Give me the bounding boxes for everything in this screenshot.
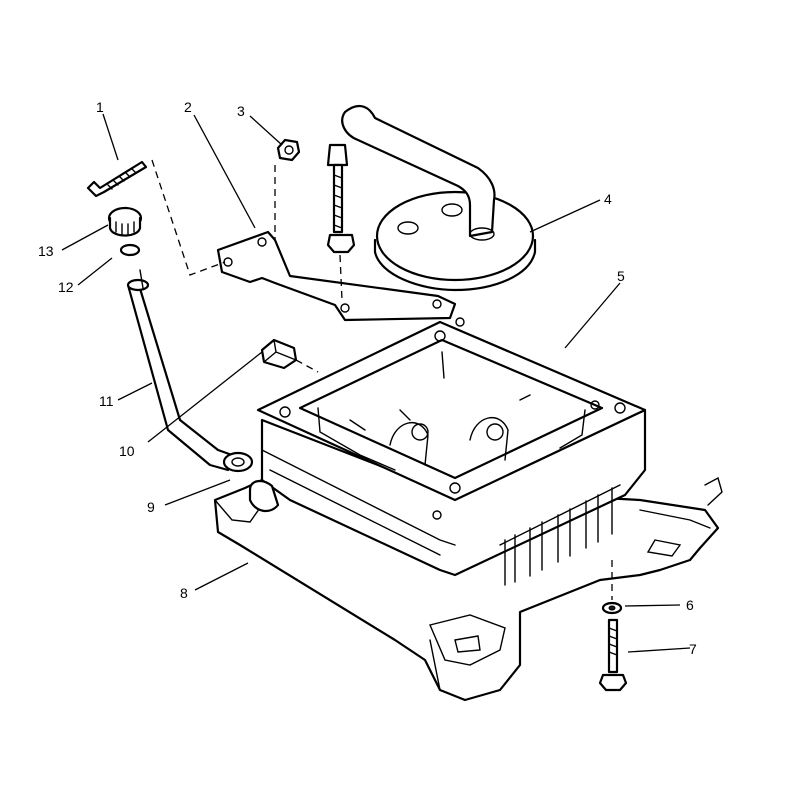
callout-3: 3 xyxy=(237,103,245,119)
callout-2: 2 xyxy=(184,99,192,115)
gasket xyxy=(256,317,647,520)
dipstick-cap xyxy=(107,206,143,237)
bolt-top xyxy=(326,143,356,254)
bolt-bottom xyxy=(598,618,628,692)
dipstick-bracket xyxy=(216,230,457,322)
screw xyxy=(86,160,148,198)
dipstick-tube xyxy=(126,269,280,513)
callout-12: 12 xyxy=(58,279,74,295)
drain-plug xyxy=(260,338,319,373)
oil-sump-housing xyxy=(213,408,723,702)
callout-labels: 1 2 3 4 5 6 7 8 9 10 11 12 13 xyxy=(38,99,697,657)
callout-10: 10 xyxy=(119,443,135,459)
callout-11: 11 xyxy=(99,393,114,409)
callout-6: 6 xyxy=(686,597,694,613)
callout-4: 4 xyxy=(604,191,612,207)
callout-13: 13 xyxy=(38,243,54,259)
breather-cover xyxy=(341,104,537,292)
nut-top xyxy=(276,138,301,162)
callout-9: 9 xyxy=(147,499,155,515)
leader-lines xyxy=(61,113,691,653)
callout-7: 7 xyxy=(689,641,697,657)
washer xyxy=(601,601,623,615)
alignment-lines xyxy=(151,159,343,301)
callout-1: 1 xyxy=(96,99,104,115)
o-ring xyxy=(119,243,141,257)
callout-8: 8 xyxy=(180,585,188,601)
callout-5: 5 xyxy=(617,268,625,284)
